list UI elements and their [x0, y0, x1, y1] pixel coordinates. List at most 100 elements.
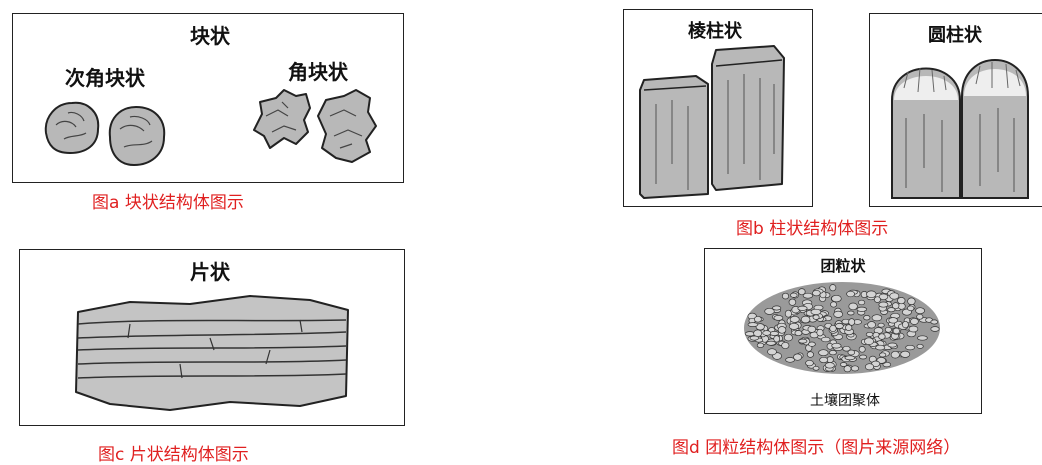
- granule: [879, 352, 887, 358]
- granule: [890, 350, 900, 359]
- granule: [916, 343, 924, 349]
- granule: [773, 315, 784, 321]
- angular-blocky-label: 角块状: [288, 60, 348, 84]
- granule: [833, 310, 844, 318]
- granule: [930, 326, 940, 332]
- granule: [864, 363, 875, 371]
- granule: [910, 317, 919, 325]
- granule: [830, 301, 838, 308]
- granule: [767, 348, 777, 356]
- granule: [831, 342, 842, 349]
- granule: [744, 331, 756, 337]
- granule: [800, 315, 811, 324]
- granular-title: 团粒状: [820, 257, 866, 275]
- granule: [840, 362, 848, 367]
- granule: [892, 327, 901, 335]
- granular-illustration: [744, 282, 940, 374]
- granule: [866, 290, 877, 299]
- granule: [828, 350, 837, 356]
- granule: [797, 305, 808, 311]
- granule: [829, 324, 837, 333]
- granule: [888, 317, 898, 324]
- granule: [777, 326, 787, 334]
- granule: [875, 344, 886, 351]
- granule: [824, 362, 835, 369]
- granule: [902, 320, 909, 329]
- prismatic-illustration: [639, 45, 785, 199]
- subangular-blocky-illustration: [44, 101, 166, 167]
- granule: [784, 309, 792, 318]
- subangular-blocky-label: 次角块状: [65, 66, 145, 90]
- granule: [863, 315, 871, 321]
- granule: [907, 305, 915, 312]
- granule: [892, 302, 900, 310]
- granule: [802, 292, 814, 299]
- caption-b: 图b 柱状结构体图示: [736, 219, 889, 239]
- granule: [878, 301, 889, 308]
- granule: [916, 313, 924, 320]
- granule: [842, 345, 851, 352]
- granule: [781, 292, 790, 300]
- prismatic-title: 棱柱状: [688, 21, 742, 42]
- granule: [798, 288, 806, 296]
- columnar-title: 圆柱状: [928, 25, 982, 46]
- granule: [897, 297, 906, 305]
- granule: [844, 355, 856, 361]
- caption-c: 图c 片状结构体图示: [98, 445, 249, 465]
- granule: [805, 359, 814, 367]
- granule: [845, 324, 853, 331]
- granule: [915, 307, 925, 315]
- granule: [873, 296, 881, 303]
- granule: [818, 349, 829, 357]
- granule: [808, 341, 816, 347]
- granule: [812, 365, 820, 371]
- granule: [864, 337, 874, 345]
- granule: [766, 340, 776, 346]
- granule: [871, 314, 883, 322]
- granule: [848, 302, 858, 311]
- granule: [900, 350, 911, 358]
- granule: [806, 351, 814, 358]
- blocky-title: 块状: [190, 24, 230, 48]
- granule: [829, 284, 837, 292]
- granule: [887, 342, 898, 348]
- granule: [798, 338, 808, 344]
- granule: [847, 349, 856, 356]
- granule: [754, 315, 762, 323]
- granule: [773, 335, 781, 343]
- granule: [917, 335, 928, 341]
- soil-aggregate-label: 土壤团聚体: [810, 393, 880, 409]
- granule: [858, 299, 866, 306]
- granule: [847, 310, 855, 316]
- granule: [859, 354, 868, 360]
- granule: [831, 294, 842, 303]
- granule: [816, 328, 824, 337]
- granule: [762, 330, 772, 336]
- granule: [819, 356, 829, 364]
- granule: [858, 346, 866, 353]
- platy-illustration: [75, 295, 349, 411]
- granule: [769, 331, 780, 336]
- granule: [877, 322, 885, 328]
- granule: [889, 292, 900, 300]
- granule: [772, 305, 782, 311]
- granule: [856, 306, 868, 312]
- granule: [865, 331, 874, 337]
- granule: [793, 353, 803, 361]
- granule: [790, 292, 798, 298]
- granule: [887, 307, 896, 313]
- granule: [788, 322, 800, 330]
- granule: [908, 325, 919, 333]
- granule: [907, 297, 916, 306]
- granule: [807, 325, 817, 333]
- granule: [789, 315, 800, 323]
- granule: [846, 290, 855, 298]
- granule: [755, 323, 765, 331]
- granule: [905, 344, 915, 351]
- granule: [812, 289, 821, 297]
- granule: [788, 298, 797, 306]
- granule: [764, 307, 775, 315]
- granule: [930, 319, 939, 325]
- caption-d: 图d 团粒结构体图示（图片来源网络）: [672, 438, 961, 458]
- granule: [794, 330, 803, 337]
